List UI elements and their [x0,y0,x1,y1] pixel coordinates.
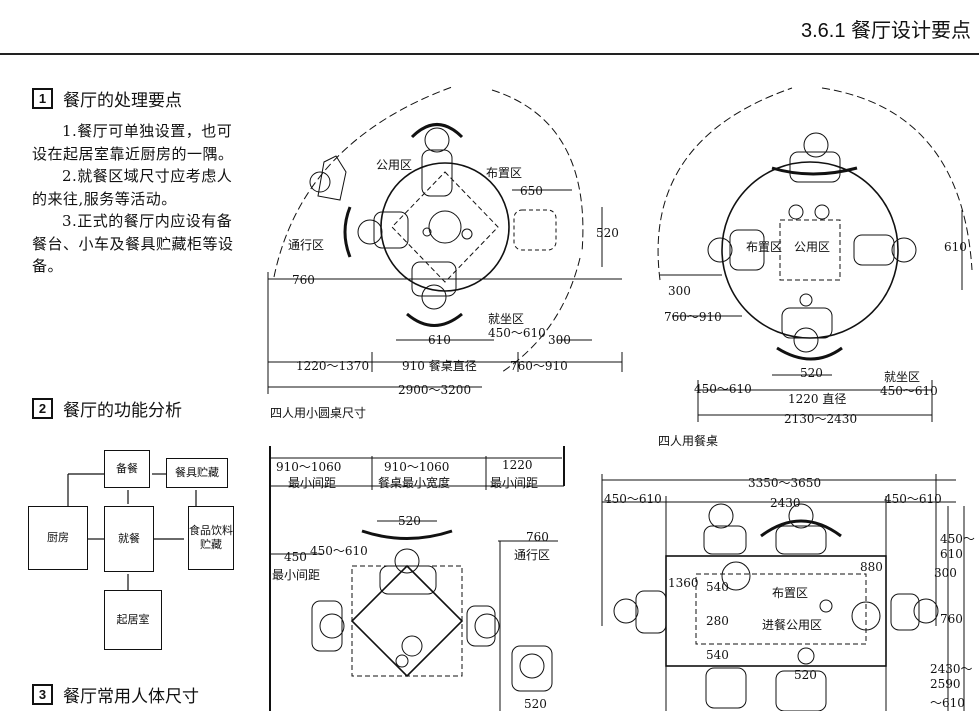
fig1-round-table-drawing [267,86,623,394]
fig4-dim-v760: 760 [940,612,963,626]
box-prep: 备餐 [104,450,150,488]
fig3-dim-a-label: 最小间距 [288,476,337,490]
section3-heading: 3 餐厅常用人体尺寸 [32,682,199,707]
fig4-dim-v880: 880 [860,560,883,574]
section1-text: 1.餐厅可单独设置，也可设在起居室靠近厨房的一隅。 2.就餐区域尺寸应考虑人的来… [32,120,237,278]
fig3-dim-520: 520 [398,514,421,528]
fig2-caption: 四人用餐桌 [658,434,719,448]
fig3-dim-b: 910～1060 [384,460,450,474]
fig1-caption: 四人用小圆桌尺寸 [270,406,367,420]
box-dining: 就餐 [104,506,154,572]
fig2-dim-300: 300 [668,284,691,298]
fig2-label-seat: 就坐区 [884,370,921,384]
box-food: 食品饮料贮藏 [188,506,234,570]
fig4-label-layout: 布置区 [772,586,809,600]
section3-number: 3 [32,684,53,705]
fig1-dim-650: 650 [520,184,543,198]
section3-title: 餐厅常用人体尺寸 [63,687,199,707]
page-header: 3.6.1 餐厅设计要点 [800,20,971,42]
section2-number: 2 [32,398,53,419]
fig1-dim-520: 520 [596,226,619,240]
section1-number: 1 [32,88,53,109]
fig4-dim-v2430: 2430～2590 [930,662,973,691]
fig1-dim-760b: 760～910 [510,359,568,373]
section1-heading: 1 餐厅的处理要点 [32,86,182,111]
fig2-dim-520: 520 [800,366,823,380]
fig1-label-layout: 布置区 [486,166,523,180]
fig4-dim-v540b: 540 [706,648,729,662]
fig1-dim-300: 300 [548,333,571,347]
section1-item-3: 3.正式的餐厅内应设有备餐台、小车及餐具贮藏柜等设备。 [32,212,234,275]
fig1-label-public: 公用区 [376,158,413,172]
fig4-dim-520: 520 [794,668,817,682]
fig3-dim-c-label: 最小间距 [490,476,539,490]
fig3-dim-450b: 450 [284,550,307,564]
fig4-dim-3350: 3350～3650 [748,476,822,490]
section1-item-1: 1.餐厅可单独设置，也可设在起居室靠近厨房的一隅。 [32,122,234,163]
fig1-dim-910: 910 餐桌直径 [402,359,477,373]
fig3-dim-450b-label: 最小间距 [272,568,321,582]
fig1-dim-1220: 1220～1370 [296,359,370,373]
fig4-dim-v610: ～610 [930,696,965,710]
fig4-label-public: 进餐公用区 [762,618,823,632]
fig1-dim-610: 610 [428,333,451,347]
section2-title: 餐厅的功能分析 [63,401,182,421]
fig4-dim-v300: 300 [934,566,957,580]
fig4-dim-2430: 2430 [770,496,801,510]
fig2-dim-450r: 450～610 [880,384,938,398]
fig2-dim-450l: 450～610 [694,382,752,396]
fig4-dim-450l: 450～610 [604,492,662,506]
fig4-dim-v280: 280 [706,614,729,628]
fig1-label-seat-dim: 450～610 [488,326,546,340]
fig2-dim-610: 610 [944,240,967,254]
section2-heading: 2 餐厅的功能分析 [32,396,182,421]
fig3-dim-a: 910～1060 [276,460,342,474]
section1-item-2: 2.就餐区域尺寸应考虑人的来往,服务等活动。 [32,167,233,208]
fig3-dim-520b: 520 [524,697,547,711]
fig1-dim-760: 760 [292,273,315,287]
fig2-dim-2130: 2130～2430 [784,412,858,426]
fig1-dim-2900: 2900～3200 [398,383,472,397]
fig2-dim-1220: 1220 直径 [788,392,847,406]
fig3-square-table-drawing [269,446,565,711]
fig3-dim-760: 760 [526,530,549,544]
fig3-dim-c: 1220 [502,458,533,472]
box-living: 起居室 [104,590,162,650]
function-diagram-lines [67,473,197,590]
fig4-dim-v1360: 1360 [668,576,699,590]
fig4-dim-450r: 450～610 [884,492,942,506]
fig3-dim-b-label: 餐桌最小宽度 [378,476,451,490]
box-kitchen: 厨房 [28,506,88,570]
fig3-dim-450: 450～610 [310,544,368,558]
fig1-label-passage: 通行区 [288,238,325,252]
section1-title: 餐厅的处理要点 [63,91,182,111]
fig4-dim-v540: 540 [706,580,729,594]
box-storage: 餐具贮藏 [166,458,228,488]
fig4-dim-v450: 450～610 [940,532,975,561]
fig2-dim-760: 760～910 [664,310,722,324]
fig2-round-table-drawing [657,87,973,422]
header-rule [0,53,979,55]
fig2-label-layout: 布置区 [746,240,783,254]
fig4-rect-table-drawing [601,474,965,711]
fig1-label-seat: 就坐区 [488,312,525,326]
fig3-dim-760-label: 通行区 [514,548,551,562]
fig2-label-public: 公用区 [794,240,831,254]
